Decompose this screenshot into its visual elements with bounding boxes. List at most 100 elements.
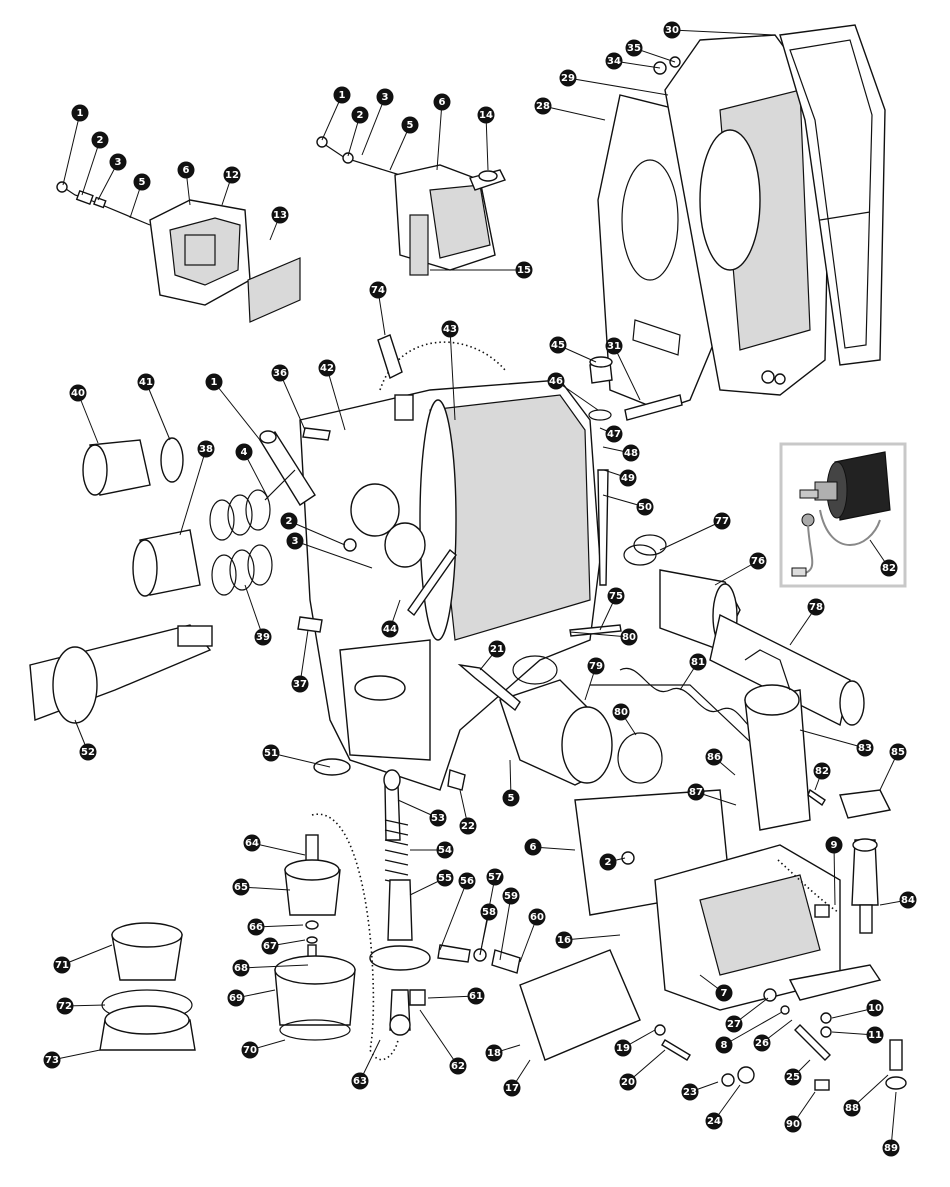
callout-number: 35: [627, 43, 641, 54]
callout-leader-line: [62, 112, 81, 186]
main-housing: [299, 341, 601, 791]
callout-number: 40: [71, 388, 85, 399]
callout-number: 67: [263, 941, 277, 952]
callout-badge: [318, 359, 336, 377]
callout-leader-line: [555, 380, 599, 411]
callout-leader-line: [244, 584, 264, 638]
callout-number: 64: [245, 838, 259, 849]
callout-leader-line: [569, 631, 630, 638]
filter-assemblies: [99, 758, 356, 1051]
callout-86: 86: [705, 748, 736, 776]
callout-6: 6: [433, 93, 451, 171]
callout-badge: [866, 1026, 884, 1044]
callout-badge: [53, 956, 71, 974]
callout-number: 87: [689, 787, 703, 798]
callout-number: 6: [439, 97, 446, 108]
callout-badge: [547, 372, 565, 390]
callout-number: 48: [624, 448, 638, 459]
callout-3: 3: [286, 532, 373, 569]
callout-number: 74: [371, 285, 385, 296]
callout-number: 86: [707, 752, 721, 763]
callout-badge: [381, 620, 399, 638]
callout-number: 51: [264, 748, 278, 759]
callout-number: 39: [256, 632, 270, 643]
callout-55: 55: [409, 869, 454, 896]
callout-number: 57: [488, 872, 502, 883]
callout-number: 79: [589, 661, 603, 672]
callout-6: 6: [524, 838, 576, 856]
callout-number: 56: [460, 876, 474, 887]
callout-badge: [401, 116, 419, 134]
callout-number: 62: [451, 1061, 465, 1072]
callout-number: 36: [273, 368, 287, 379]
callout-72: 72: [56, 997, 106, 1015]
callout-badge: [436, 841, 454, 859]
callout-badge: [351, 106, 369, 124]
callout-60: 60: [519, 908, 546, 963]
callout-badge: [480, 903, 498, 921]
callout-number: 38: [199, 444, 213, 455]
callout-70: 70: [241, 1039, 286, 1059]
callout-number: 45: [551, 340, 565, 351]
callout-badge: [880, 559, 898, 577]
callout-81: 81: [679, 653, 707, 691]
callout-badge: [549, 336, 567, 354]
callout-45: 45: [549, 336, 597, 363]
callout-50: 50: [602, 494, 654, 516]
callout-number: 21: [490, 644, 504, 655]
callout-number: 15: [517, 265, 531, 276]
callout-badge: [436, 869, 454, 887]
callout-badge: [351, 1072, 369, 1090]
callout-59: 59: [499, 887, 520, 961]
linkage-assembly-middle: [316, 136, 506, 276]
callout-22: 22: [459, 789, 477, 835]
callout-badge: [856, 739, 874, 757]
callout-number: 58: [482, 907, 496, 918]
callout-badge: [605, 425, 623, 443]
callout-number: 10: [868, 1003, 882, 1014]
callout-badge: [689, 653, 707, 671]
callout-80: 80: [569, 628, 638, 646]
callout-42: 42: [318, 359, 346, 431]
callout-17: 17: [503, 1059, 531, 1097]
callout-number: 70: [243, 1045, 257, 1056]
callout-badge: [681, 1083, 699, 1101]
callout-badge: [882, 1139, 900, 1157]
callout-number: 28: [536, 101, 550, 112]
callout-number: 23: [683, 1087, 697, 1098]
callout-badge: [807, 598, 825, 616]
callout-badge: [79, 743, 97, 761]
callout-badge: [262, 744, 280, 762]
callout-78: 78: [789, 598, 825, 646]
callout-number: 82: [815, 766, 829, 777]
callout-badge: [866, 999, 884, 1017]
callout-36: 36: [271, 364, 306, 431]
bell-housing: [597, 24, 886, 411]
callout-number: 31: [607, 341, 621, 352]
callout-number: 17: [505, 1083, 519, 1094]
callout-number: 5: [139, 177, 146, 188]
callout-number: 34: [607, 56, 621, 67]
callout-leader-line: [270, 752, 331, 768]
callout-badge: [433, 93, 451, 111]
callout-71: 71: [53, 944, 113, 974]
callout-27: 27: [725, 997, 769, 1033]
callout-leader-line: [77, 392, 99, 444]
callout-badge: [243, 834, 261, 852]
callout-badge: [528, 908, 546, 926]
callout-badge: [271, 364, 289, 382]
callout-leader-line: [294, 540, 373, 569]
callout-leader-line: [279, 372, 306, 431]
callout-badge: [241, 1041, 259, 1059]
callout-40: 40: [69, 384, 99, 444]
callout-41: 41: [137, 373, 171, 441]
callout-badge: [486, 868, 504, 886]
callout-24: 24: [705, 1084, 741, 1130]
callout-39: 39: [244, 584, 272, 646]
callout-number: 1: [211, 377, 218, 388]
callout-badge: [223, 166, 241, 184]
callout-badge: [137, 373, 155, 391]
callout-number: 59: [504, 891, 518, 902]
callout-badge: [825, 836, 843, 854]
callout-number: 24: [707, 1116, 721, 1127]
